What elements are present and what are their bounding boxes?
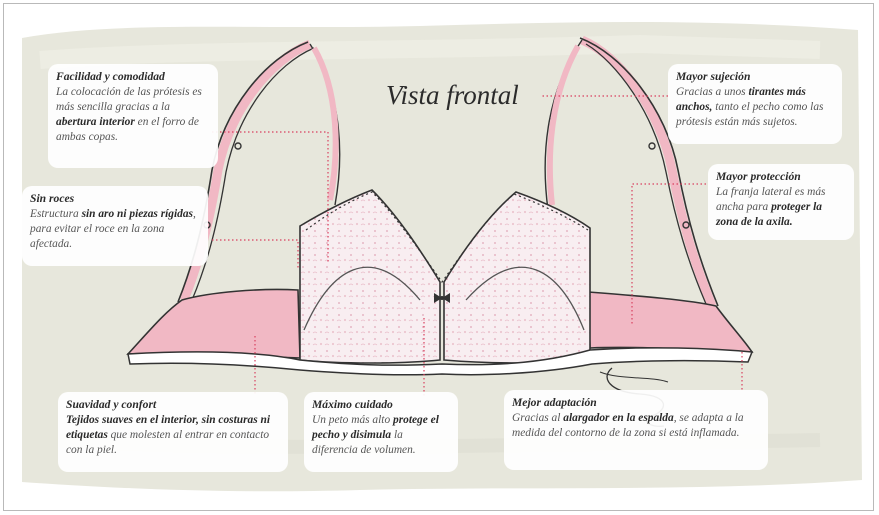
- callout-heading: Mayor sujeción: [676, 69, 834, 84]
- callout-text: Estructura: [30, 208, 82, 220]
- callout-bold: abertura interior: [56, 116, 135, 128]
- callout-cuidado: Máximo cuidado Un peto más alto protege …: [304, 392, 458, 472]
- callout-text: Un peto más alto: [312, 414, 393, 426]
- callout-facilidad: Facilidad y comodidad La colocación de l…: [48, 64, 218, 168]
- callout-sujecion: Mayor sujeción Gracias a unos tirantes m…: [668, 64, 842, 144]
- callout-bold: alargador en la espalda: [563, 412, 673, 424]
- callout-heading: Facilidad y comodidad: [56, 69, 210, 84]
- callout-text: Gracias a unos: [676, 86, 748, 98]
- callout-heading: Mayor protección: [716, 169, 846, 184]
- callout-text: Gracias al: [512, 412, 563, 424]
- callout-heading: Suavidad y confort: [66, 397, 280, 412]
- callout-heading: Mejor adaptación: [512, 395, 760, 410]
- callout-proteccion: Mayor protección La franja lateral es má…: [708, 164, 854, 240]
- diagram-title: Vista frontal: [386, 80, 519, 111]
- callout-bold: sin aro ni piezas rígidas: [82, 208, 193, 220]
- callout-suavidad: Suavidad y confort Tejidos suaves en el …: [58, 392, 288, 472]
- callout-heading: Máximo cuidado: [312, 397, 450, 412]
- callout-text: La colocación de las prótesis es más sen…: [56, 86, 202, 113]
- callout-heading: Sin roces: [30, 191, 200, 206]
- callout-adaptacion: Mejor adaptación Gracias al alargador en…: [504, 390, 768, 470]
- callout-roces: Sin roces Estructura sin aro ni piezas r…: [22, 186, 208, 266]
